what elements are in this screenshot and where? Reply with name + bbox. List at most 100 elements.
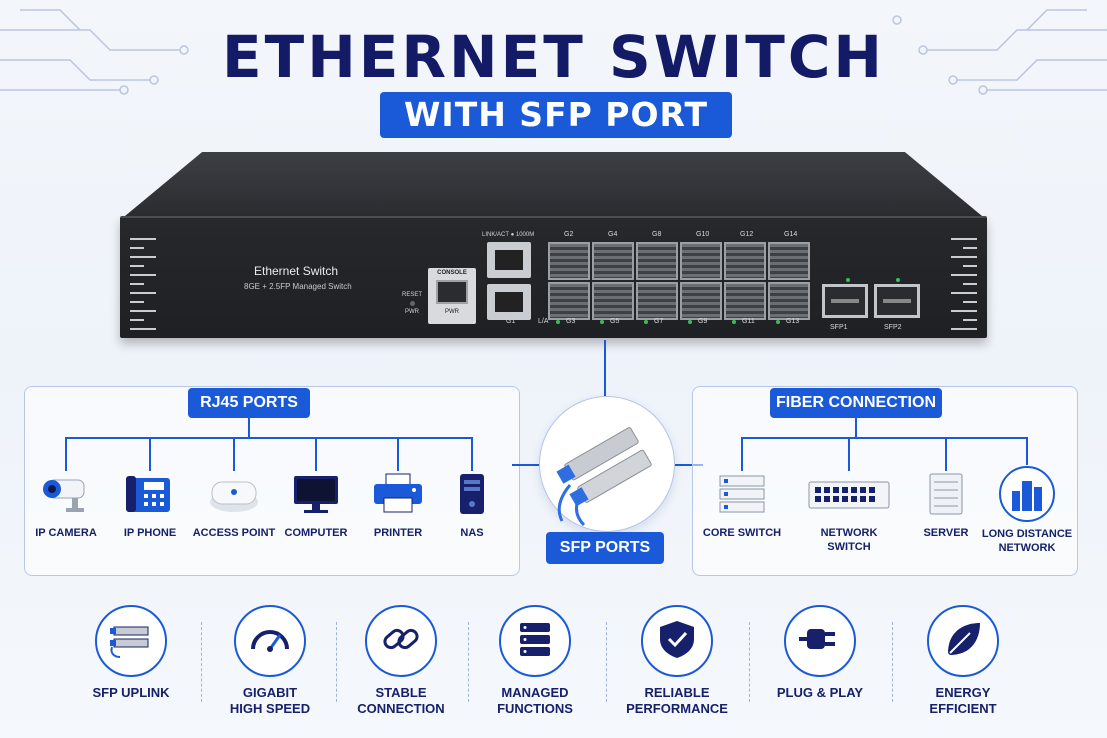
port-label-top: G2 [564, 231, 574, 238]
sfp2-led [896, 278, 900, 282]
console-jack [436, 280, 468, 304]
switch-port[interactable] [680, 242, 722, 280]
switch-port[interactable] [768, 242, 810, 280]
circuit-decoration-left [0, 9, 189, 95]
sfp1-port[interactable] [822, 284, 868, 318]
speedometer-icon [247, 619, 293, 663]
switch-port[interactable] [636, 282, 678, 320]
feature-divider [336, 622, 337, 702]
access-point-icon [186, 472, 282, 516]
device-label: PRINTER [373, 527, 423, 539]
switch-port[interactable] [768, 282, 810, 320]
tree-line [848, 437, 850, 471]
vent-left [130, 238, 164, 330]
port-label-bottom: G9 [698, 318, 708, 325]
device-label: SERVER [923, 527, 969, 539]
feature-label-line1: ENERGY [935, 685, 991, 700]
camera-icon [18, 472, 114, 516]
device-printer: PRINTER [350, 472, 446, 540]
feature-icon-ring [234, 605, 306, 677]
device-computer: COMPUTER [268, 472, 364, 540]
vent-right [943, 238, 977, 330]
core-switch-icon [694, 472, 790, 516]
rj45-port[interactable] [487, 284, 531, 320]
port-label-top: G14 [784, 231, 798, 238]
switch-top-cover [125, 152, 982, 216]
nas-icon [424, 472, 520, 516]
port-label-bottom: G11 [742, 318, 755, 325]
device-city: LONG DISTANCE NETWORK [979, 465, 1075, 555]
device-label-line2: SWITCH [827, 541, 871, 553]
port-led [732, 320, 736, 324]
chain-link-icon [378, 619, 424, 663]
la-label: L/A [538, 318, 549, 325]
plug-icon [797, 619, 843, 663]
feature-divider [468, 622, 469, 702]
feature-divider [892, 622, 893, 702]
device-access-point: ACCESS POINT [186, 472, 282, 540]
leaf-icon [940, 619, 986, 663]
device-label: ACCESS POINT [192, 527, 276, 539]
port-label-bottom: G7 [654, 318, 664, 325]
port-led [776, 320, 780, 324]
feature-label-line1: SFP UPLINK [92, 685, 170, 700]
sfp2-port[interactable] [874, 284, 920, 318]
link-act-label: LINK/ACT ● 1000M [482, 232, 535, 238]
tree-line [65, 437, 67, 471]
device-label-line1: NETWORK [820, 527, 878, 539]
device-label: COMPUTER [284, 527, 348, 539]
switch-port[interactable] [548, 242, 590, 280]
console-pwr-label: PWR [445, 309, 459, 315]
device-network-switch: NETWORK SWITCH [801, 472, 897, 554]
switch-port[interactable] [592, 242, 634, 280]
reset-button[interactable]: RESET PWR [402, 292, 422, 315]
page-subtitle: WITH SFP PORT [380, 92, 732, 138]
feature-icon-ring [365, 605, 437, 677]
computer-icon [268, 472, 364, 516]
switch-port[interactable] [592, 282, 634, 320]
port-label-top: G8 [652, 231, 662, 238]
switch-port[interactable] [724, 242, 766, 280]
feature-divider [749, 622, 750, 702]
port-led [644, 320, 648, 324]
tree-line [66, 437, 472, 439]
switch-front-panel: Ethernet Switch 8GE + 2.5FP Managed Swit… [120, 216, 987, 338]
switch-port[interactable] [636, 242, 678, 280]
tree-line [233, 437, 235, 471]
port-label-bottom: G3 [566, 318, 576, 325]
feature-item: SFP UPLINK [66, 605, 196, 701]
device-core-switch: CORE SWITCH [694, 472, 790, 540]
rj45-port[interactable] [487, 242, 531, 278]
console-port[interactable]: CONSOLE PWR [428, 268, 476, 324]
sfp-module-photo [539, 396, 675, 532]
tree-line [315, 437, 317, 471]
switch-port[interactable] [548, 282, 590, 320]
feature-icon-ring [95, 605, 167, 677]
feature-label-line2: FUNCTIONS [497, 701, 573, 716]
device-label-line1: LONG DISTANCE [981, 528, 1073, 540]
phone-icon [102, 472, 198, 516]
feature-label-line2: EFFICIENT [929, 701, 997, 716]
reset-hole [409, 301, 415, 306]
switch-name: Ethernet Switch [254, 264, 339, 278]
switch-port[interactable] [724, 282, 766, 320]
device-label-line2: NETWORK [998, 542, 1056, 554]
feature-icon-ring [927, 605, 999, 677]
device-server: SERVER [898, 472, 994, 540]
device-phone: IP PHONE [102, 472, 198, 540]
sfp-ports-label: SFP PORTS [546, 532, 664, 564]
connector-line [604, 340, 606, 396]
tree-line [945, 437, 947, 471]
feature-label-line1: PLUG & PLAY [776, 685, 864, 700]
switch-port[interactable] [680, 282, 722, 320]
tree-line [742, 437, 1028, 439]
port-label-top: G12 [740, 231, 754, 238]
tree-line [1026, 437, 1028, 465]
tree-line [471, 437, 473, 471]
circuit-decoration-right [892, 9, 1107, 95]
city-icon [979, 465, 1075, 523]
tree-line [855, 418, 857, 438]
